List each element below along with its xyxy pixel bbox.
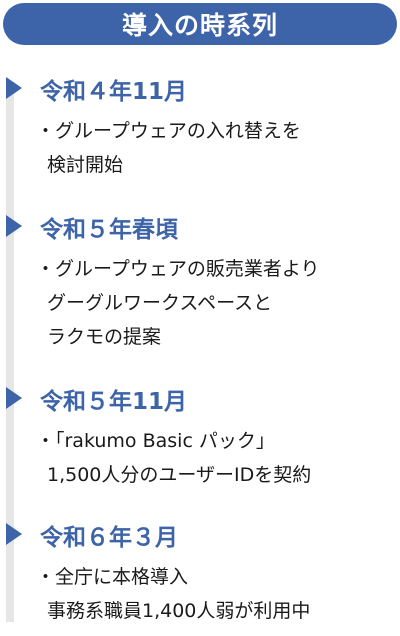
entry-description: ・グループウェアの入れ替えを 検討開始 xyxy=(36,114,301,182)
description-line: 事務系職員1,400人弱が利用中 xyxy=(47,600,311,622)
description-line: ラクモの提案 xyxy=(47,326,162,348)
page-title: 導入の時系列 xyxy=(121,11,278,40)
entry-date: 令和６年３月 xyxy=(40,525,178,551)
entry-description: ・全庁に本格導入 事務系職員1,400人弱が利用中 xyxy=(36,560,310,628)
triangle-marker-icon xyxy=(6,387,22,409)
description-line: ・グループウェアの入れ替えを xyxy=(36,120,301,142)
description-line: 検討開始 xyxy=(47,154,124,176)
description-line: グーグルワークスペースと xyxy=(47,292,273,314)
description-line: ・「rakumo Basic パック」 xyxy=(36,430,275,452)
description-line: 1,500人分のユーザーIDを契約 xyxy=(47,464,312,486)
triangle-marker-icon xyxy=(6,523,22,545)
description-line: ・グループウェアの販売業者より xyxy=(36,258,320,280)
entry-date: 令和４年11月 xyxy=(40,79,188,105)
entry-date: 令和５年11月 xyxy=(40,389,188,415)
timeline-line xyxy=(6,82,14,622)
entry-date: 令和５年春頃 xyxy=(40,217,178,243)
triangle-marker-icon xyxy=(6,215,22,237)
title-banner: 導入の時系列 xyxy=(3,3,397,45)
description-line: ・全庁に本格導入 xyxy=(36,566,189,588)
entry-description: ・グループウェアの販売業者より グーグルワークスペースと ラクモの提案 xyxy=(36,252,319,354)
entry-description: ・「rakumo Basic パック」 1,500人分のユーザーIDを契約 xyxy=(36,424,311,492)
triangle-marker-icon xyxy=(6,77,22,99)
